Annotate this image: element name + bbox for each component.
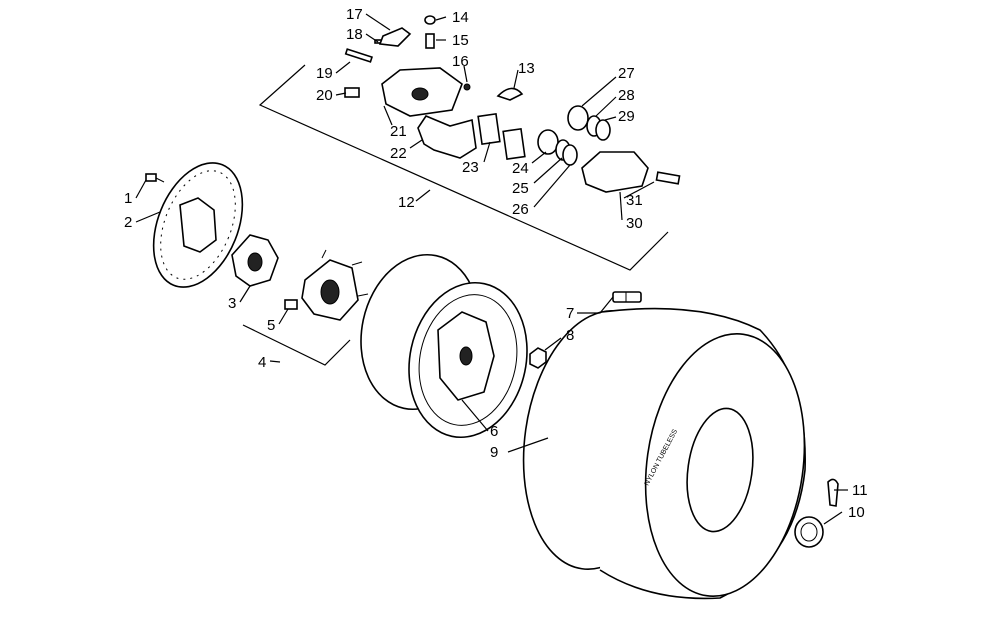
hub: [231, 234, 279, 287]
caliper-bolt-31: [655, 171, 681, 185]
callout-1: 1: [124, 190, 132, 207]
callout-28: 28: [618, 87, 635, 104]
callout-labels: 1 2 3 4 5 6 7 8 9 10 11 12 13 14 15 16 1…: [124, 6, 868, 521]
brake-pads-23: [477, 112, 526, 161]
group-bracket-12: [258, 64, 669, 271]
piston-27: [567, 105, 589, 131]
callout-8: 8: [566, 327, 574, 344]
callout-3: 3: [228, 295, 236, 312]
valve-stem: [612, 291, 642, 303]
callout-18: 18: [346, 26, 363, 43]
callout-23: 23: [462, 159, 479, 176]
cotter-pin: [827, 478, 839, 507]
callout-29: 29: [618, 108, 635, 125]
tire: NYLON TUBELESS: [522, 307, 806, 600]
disc-bolt: [145, 173, 165, 183]
hub-bolt: [284, 299, 298, 310]
callout-15: 15: [452, 32, 469, 49]
callout-27: 27: [618, 65, 635, 82]
callout-17: 17: [346, 6, 363, 23]
seal-26: [562, 144, 578, 166]
callout-24: 24: [512, 160, 529, 177]
caliper-bracket: [381, 67, 463, 117]
callout-12: 12: [398, 194, 415, 211]
callout-11: 11: [852, 482, 868, 499]
callout-13: 13: [518, 60, 535, 77]
callout-9: 9: [490, 444, 498, 461]
callout-16: 16: [452, 53, 469, 70]
callout-5: 5: [267, 317, 275, 334]
bleeder-valve: [424, 15, 436, 49]
lug-nut: [529, 347, 547, 369]
callout-20: 20: [316, 87, 333, 104]
hub-assembly: [301, 249, 369, 321]
callout-14: 14: [452, 9, 469, 26]
callout-31: 31: [626, 192, 643, 209]
brake-disc: [152, 162, 244, 288]
axle-nut: [794, 516, 824, 548]
callout-7: 7: [566, 305, 574, 322]
callout-22: 22: [390, 145, 407, 162]
wheel-rim: [360, 253, 528, 439]
bushing-16: [463, 83, 471, 91]
caliper-pin-19: [344, 48, 373, 63]
seal-29: [595, 119, 611, 141]
callout-25: 25: [512, 180, 529, 197]
pad-spring-17: [378, 27, 412, 47]
callout-2: 2: [124, 214, 132, 231]
callout-21: 21: [390, 123, 407, 140]
callout-19: 19: [316, 65, 333, 82]
caliper-body-30: [581, 151, 649, 193]
callout-4: 4: [258, 354, 266, 371]
callout-30: 30: [626, 215, 643, 232]
callout-6: 6: [490, 423, 498, 440]
spring-clip-13: [496, 87, 524, 101]
piston-24: [537, 129, 559, 155]
callout-26: 26: [512, 201, 529, 218]
caliper-bolt-20: [344, 87, 360, 98]
mounting-bracket-22: [417, 115, 477, 159]
group-bracket-4: [242, 324, 351, 366]
callout-10: 10: [848, 504, 865, 521]
leader-lines: [135, 13, 848, 525]
